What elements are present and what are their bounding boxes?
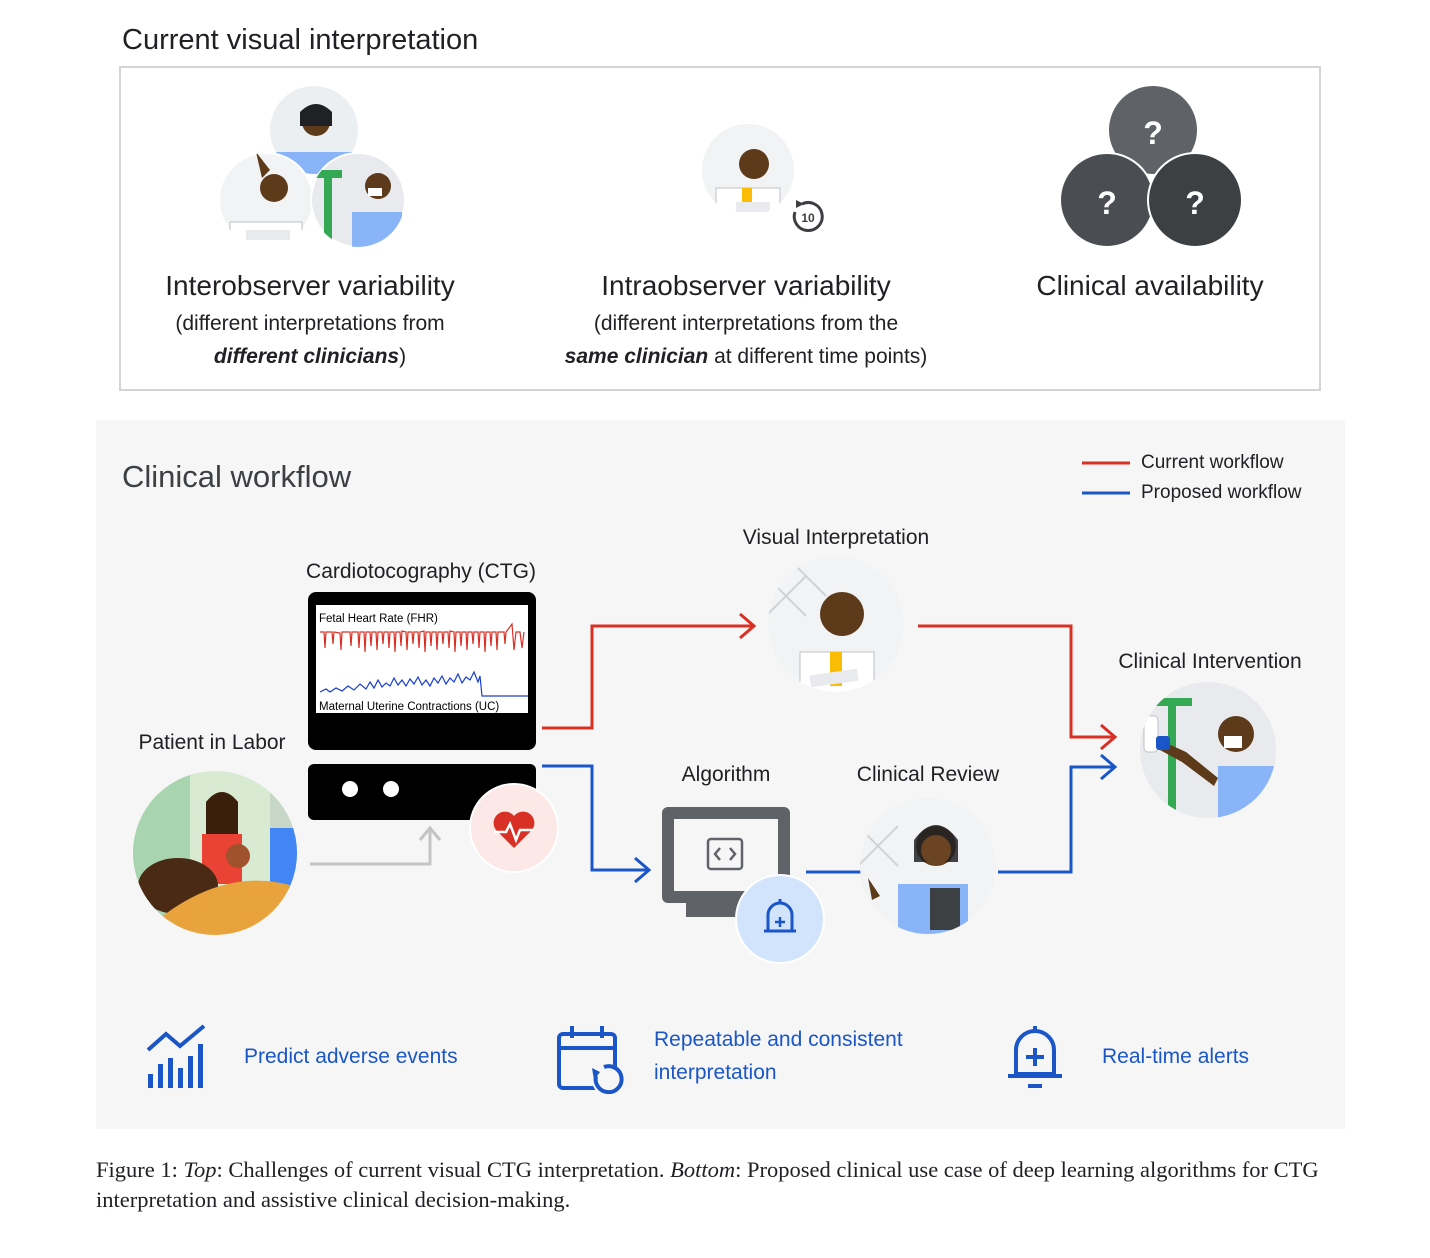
calendar-repeat-icon xyxy=(557,1026,624,1096)
unavailable-portrait-top: ? xyxy=(1109,86,1197,174)
benefit-realtime-alerts: Real-time alerts xyxy=(1102,1045,1250,1068)
rewind-10-icon: 10 xyxy=(792,200,824,233)
intraobserver-description: (different interpretations from the same… xyxy=(526,307,966,373)
doctor-portrait xyxy=(702,124,794,216)
nurse-portrait-top xyxy=(270,86,358,174)
caption-top-text: : Challenges of current visual CTG inter… xyxy=(216,1157,665,1182)
fhr-label: Fetal Heart Rate (FHR) xyxy=(319,613,438,625)
patient-to-ctg-arrowhead xyxy=(418,825,442,841)
visual-to-intervention-arrowhead xyxy=(1100,723,1118,751)
benefit-repeatable-line2: interpretation xyxy=(654,1061,777,1084)
algorithm-bell-icon xyxy=(764,899,796,933)
trending-chart-icon xyxy=(146,1024,206,1088)
patient-to-ctg-arrow xyxy=(310,830,432,866)
fhr-trace xyxy=(320,622,525,653)
review-to-intervention-arrowhead xyxy=(1100,753,1118,781)
patient-label: Patient in Labor xyxy=(138,731,286,754)
ctg-button-1 xyxy=(342,781,358,797)
question-mark-top: ? xyxy=(1143,115,1163,151)
ctg-to-algorithm-arrow xyxy=(542,764,647,872)
ctg-to-visual-arrow xyxy=(542,624,752,730)
visual-interpretation-doctor xyxy=(768,556,904,692)
clinical-review-nurse xyxy=(860,798,996,934)
caption-bottom-text: : Proposed clinical use case of deep lea… xyxy=(96,1157,1319,1212)
unavailable-portrait-left: ? xyxy=(1059,152,1155,248)
availability-title: Clinical availability xyxy=(1036,270,1264,301)
review-to-intervention-arrow xyxy=(998,765,1113,874)
rewind-badge-text: 10 xyxy=(801,211,815,225)
heart-monitor-icon xyxy=(469,783,559,873)
legend-proposed-label: Proposed workflow xyxy=(1141,482,1302,503)
ctg-to-algorithm-arrowhead xyxy=(634,856,652,884)
visual-interpretation-label: Visual Interpretation xyxy=(742,526,930,549)
uc-label: Maternal Uterine Contractions (UC) xyxy=(319,701,499,713)
question-mark-left: ? xyxy=(1097,185,1117,221)
benefit-predict-events: Predict adverse events xyxy=(244,1045,458,1068)
caption-label: Figure 1: xyxy=(96,1157,178,1182)
ctg-label: Cardiotocography (CTG) xyxy=(306,560,536,583)
intraobserver-emphasis: same clinician xyxy=(564,345,709,368)
visual-to-intervention-arrow xyxy=(918,624,1113,739)
top-section-box xyxy=(119,66,1321,391)
unavailable-portrait-right: ? xyxy=(1147,152,1243,248)
intraobserver-illustration: 10 xyxy=(702,124,824,233)
availability-illustration: ? ? ? xyxy=(1059,86,1243,248)
algorithm-illustration xyxy=(662,807,825,964)
interobserver-line2-rest: ) xyxy=(399,345,407,368)
intraobserver-line2-rest: at different time points) xyxy=(708,345,928,368)
top-section-title: Current visual interpretation xyxy=(122,24,479,56)
workflow-panel xyxy=(96,420,1345,1129)
caption-bottom-word: Bottom xyxy=(670,1157,736,1182)
ctg-to-visual-arrowhead xyxy=(739,612,757,640)
algorithm-label: Algorithm xyxy=(681,763,771,786)
doctor-portrait-left xyxy=(218,152,314,248)
intraobserver-title: Intraobserver variability xyxy=(601,270,891,301)
interobserver-illustration xyxy=(218,86,406,248)
figure-caption: Figure 1: Top: Challenges of current vis… xyxy=(96,1155,1346,1215)
clinical-review-label: Clinical Review xyxy=(856,763,1000,786)
intraobserver-line1: (different interpretations from the xyxy=(593,312,899,335)
uc-trace xyxy=(319,670,528,697)
intraobserver-line2: same clinician at different time points) xyxy=(526,340,966,373)
interobserver-line1: (different interpretations from xyxy=(175,312,445,335)
legend-current-label: Current workflow xyxy=(1141,452,1284,473)
interobserver-line2: different clinicians) xyxy=(110,340,510,373)
interobserver-emphasis: different clinicians xyxy=(213,345,400,368)
interobserver-title: Interobserver variability xyxy=(165,270,455,301)
patient-illustration xyxy=(133,771,297,935)
question-mark-right: ? xyxy=(1185,185,1205,221)
clinical-intervention-label: Clinical Intervention xyxy=(1118,650,1302,673)
ctg-button-2 xyxy=(383,781,399,797)
benefit-repeatable-line1: Repeatable and consistent xyxy=(654,1028,903,1051)
alert-bell-icon xyxy=(1008,1026,1062,1088)
nurse-portrait-right xyxy=(310,152,406,248)
workflow-title: Clinical workflow xyxy=(122,459,352,494)
caption-top-word: Top xyxy=(183,1157,217,1182)
code-icon xyxy=(706,837,744,871)
legend-swatches xyxy=(1082,461,1130,495)
interobserver-description: (different interpretations from differen… xyxy=(110,307,510,373)
clinical-intervention-nurse xyxy=(1140,682,1276,818)
ctg-screen xyxy=(316,605,528,713)
benefit-repeatable: Repeatable and consistent interpretation xyxy=(654,1023,903,1089)
